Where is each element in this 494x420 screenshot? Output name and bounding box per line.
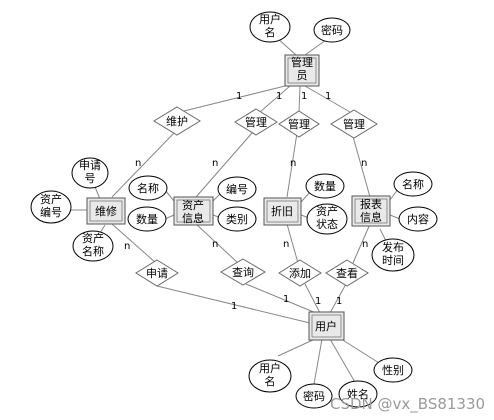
card-admin-manage-dep: 1 [301,91,307,102]
svg-text:用户名: 用户名 [259,361,281,388]
card-dep-add: n [283,239,289,250]
card-maintain-repair: n [135,158,141,169]
attributes: 用户名 密码 申请号 资产编号 资产名称 名称 数量 编号 [30,11,438,409]
svg-text:密码: 密码 [321,23,343,37]
attr-repair-apply-no: 申请号 [71,157,109,189]
rel-manage-report: 管理 [330,109,378,139]
attr-asset-category: 类别 [217,206,257,232]
rel-apply: 申请 [135,259,179,287]
attr-user-username: 用户名 [248,359,292,393]
card-repair-apply: n [124,241,130,252]
card-admin-manage-report: 1 [325,91,331,102]
attr-user-gender: 性别 [373,357,413,383]
svg-text:用户名: 用户名 [259,12,281,39]
svg-text:编号: 编号 [226,182,248,196]
svg-text:管理: 管理 [245,115,267,129]
attr-report-time: 发布时间 [371,238,415,272]
svg-text:查询: 查询 [232,265,254,279]
svg-text:添加: 添加 [289,266,311,280]
svg-text:管理: 管理 [343,117,365,131]
rel-view: 查看 [325,259,369,287]
svg-text:管理: 管理 [288,117,310,131]
card-user-add: 1 [315,296,321,307]
svg-text:性别: 性别 [382,363,404,377]
card-asset-query: n [212,239,218,250]
card-manage-report-n: n [361,158,367,169]
entity-admin [284,54,320,87]
attr-report-name: 名称 [393,171,433,197]
svg-text:发布时间: 发布时间 [382,240,404,267]
attr-repair-asset-name: 资产名称 [72,230,114,262]
entity-report [351,195,391,227]
entity-user-text: 用户 [315,319,337,333]
attr-dep-asset-status: 资产状态 [306,203,348,235]
entity-asset [173,196,214,226]
svg-text:名称: 名称 [137,181,159,195]
attr-report-content: 内容 [398,206,438,232]
rel-add: 添加 [278,259,322,287]
relationships: 维护 管理 管理 管理 申请 查询 添加 查看 [135,106,378,287]
connector-lines [70,36,401,385]
attr-admin-password: 密码 [313,17,351,43]
svg-text:数量: 数量 [314,180,336,193]
rel-query: 查询 [220,258,266,286]
svg-text:密码: 密码 [303,389,325,403]
entity-asset-text: 资产信息 [182,198,204,225]
attr-user-password: 密码 [295,383,333,409]
rel-manage-asset: 管理 [234,108,278,136]
rel-maintain: 维护 [153,106,201,136]
entity-user [308,311,345,341]
attr-asset-no: 编号 [217,176,257,202]
card-report-view: n [362,239,368,250]
entity-labels: 管理员 维修 资产信息 折旧 报表信息 用户 [95,55,382,333]
card-user-query: 1 [283,294,289,305]
svg-text:申请: 申请 [146,267,168,280]
svg-text:申请号: 申请号 [79,159,101,185]
svg-text:名称: 名称 [402,177,424,191]
entity-repair-text: 维修 [95,204,117,218]
attr-asset-qty: 数量 [127,206,167,232]
card-user-view: 1 [336,296,342,307]
watermark-text: CSDN @vx_BS81330 [330,395,485,414]
entity-report-text: 报表信息 [360,197,382,224]
svg-text:查看: 查看 [336,266,358,280]
svg-text:维护: 维护 [166,114,188,128]
attr-admin-username: 用户名 [249,11,291,43]
card-user-apply: 1 [231,301,237,312]
card-admin-maintain: 1 [236,91,242,102]
entity-repair [86,197,126,225]
entity-depreciation [263,197,302,226]
svg-text:资产状态: 资产状态 [316,204,338,231]
entity-depreciation-text: 折旧 [271,204,293,218]
cardinality-labels: 1 1 1 1 n n n n n n n n 1 1 1 1 [124,91,368,312]
svg-text:资产名称: 资产名称 [82,231,104,258]
attr-asset-name: 名称 [128,175,168,201]
entity-admin-text: 管理员 [291,55,313,82]
attr-dep-qty: 数量 [305,173,345,199]
attr-repair-asset-no: 资产编号 [30,190,72,224]
svg-text:类别: 类别 [226,212,248,226]
card-admin-manage-asset: 1 [276,91,282,102]
rel-manage-dep: 管理 [278,110,320,138]
svg-text:资产编号: 资产编号 [40,192,62,219]
card-manage-asset-n: n [212,158,218,169]
svg-text:姓名: 姓名 [347,387,369,401]
svg-text:内容: 内容 [407,212,429,226]
svg-text:数量: 数量 [136,213,158,226]
attr-user-name: 姓名 [338,380,378,408]
card-manage-dep-n: n [290,158,296,169]
